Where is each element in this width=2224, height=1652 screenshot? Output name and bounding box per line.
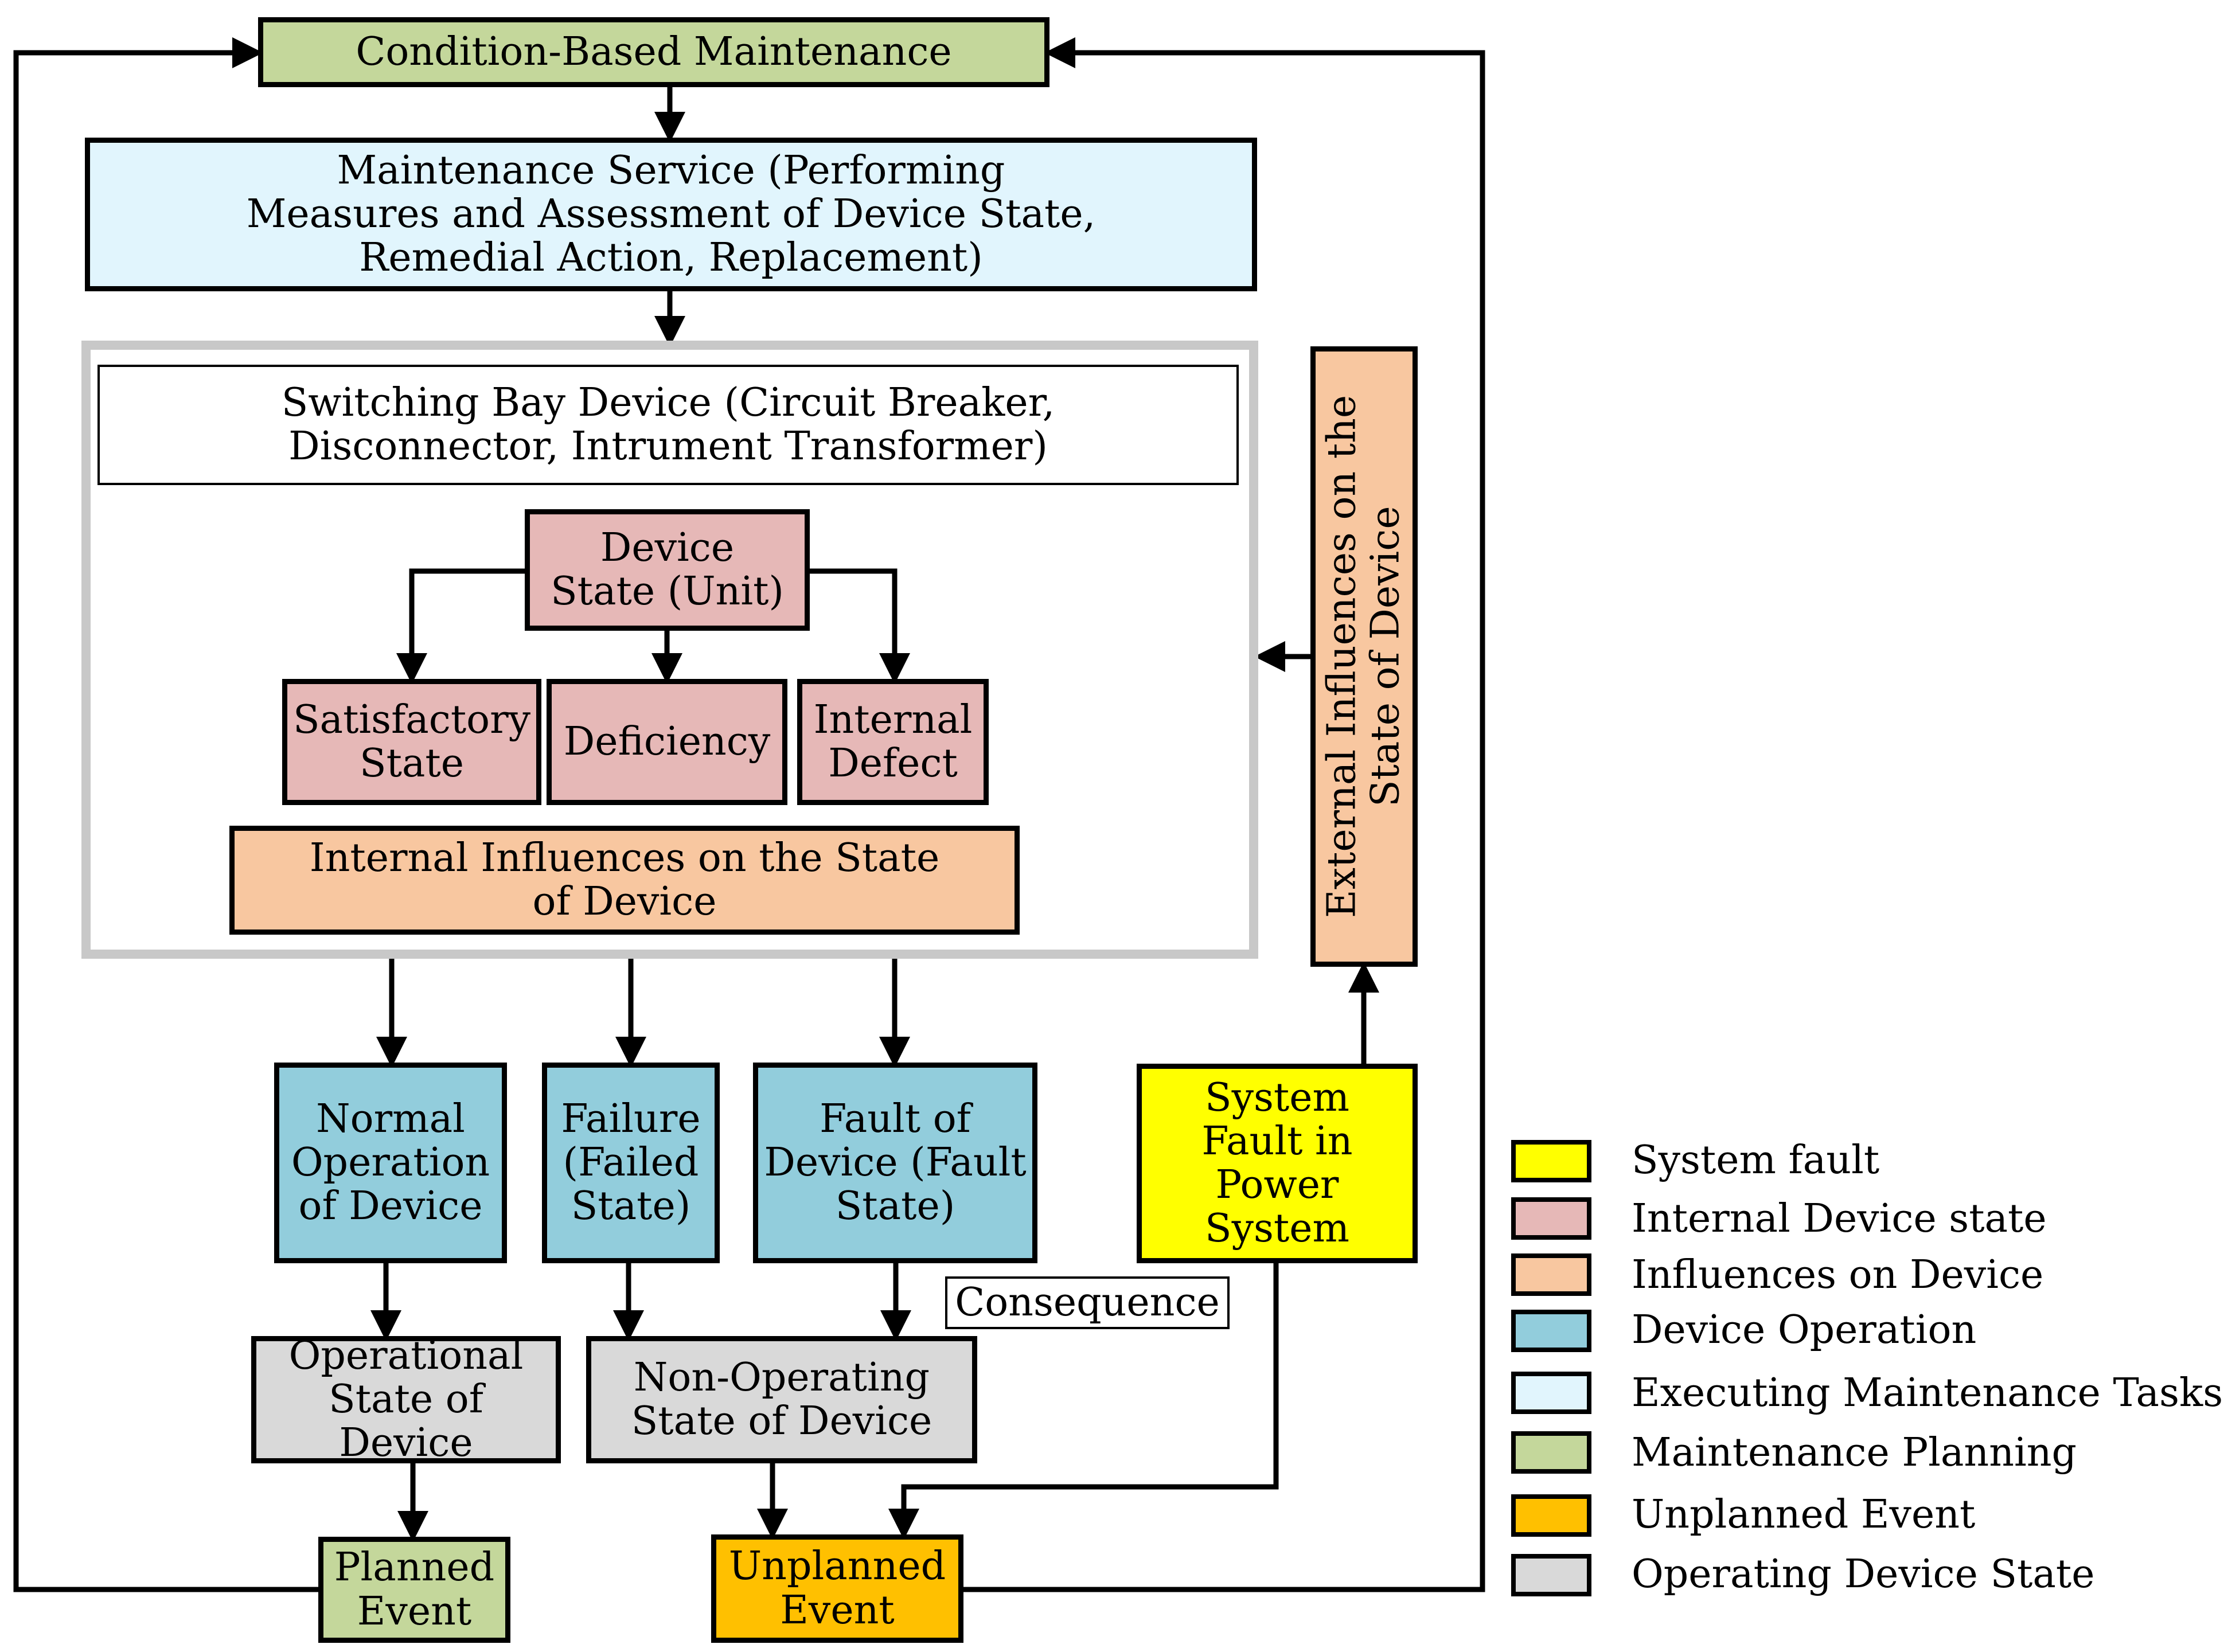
legend-label-executing-maintenance: Executing Maintenance Tasks: [1632, 1370, 2223, 1416]
fault-of-device-box: Fault of Device (Fault State): [753, 1063, 1037, 1263]
maintenance-service-box: Maintenance Service (Performing Measures…: [85, 138, 1257, 291]
legend-swatch-system-fault: [1511, 1140, 1591, 1182]
switching-bay-title-box: Switching Bay Device (Circuit Breaker, D…: [97, 365, 1239, 485]
legend-label-unplanned-event: Unplanned Event: [1632, 1492, 1976, 1537]
arrow-system-fault-to-unplanned: [888, 1263, 1279, 1540]
legend-swatch-unplanned-event: [1511, 1494, 1591, 1537]
legend-label-system-fault: System fault: [1632, 1138, 1880, 1183]
internal-defect-box: Internal Defect: [797, 679, 989, 805]
non-operating-state-box: Non-Operating State of Device: [586, 1336, 977, 1463]
legend-swatch-device-operation: [1511, 1310, 1591, 1352]
consequence-label: Consequence: [945, 1276, 1230, 1329]
normal-operation-box: Normal Operation of Device: [274, 1063, 507, 1263]
legend-label-device-operation: Device Operation: [1632, 1307, 1977, 1353]
arrow-state-to-satisfactory: [396, 568, 525, 684]
legend-swatch-internal-device-state: [1511, 1197, 1591, 1240]
planned-event-box: Planned Event: [318, 1537, 510, 1643]
external-influences-box: External Influences on the State of Devi…: [1310, 346, 1418, 967]
arrow-planned-to-cbm: [13, 37, 318, 1592]
deficiency-box: Deficiency: [547, 679, 787, 805]
legend-label-influences-on-device: Influences on Device: [1632, 1252, 2044, 1298]
legend-label-maintenance-planning: Maintenance Planning: [1632, 1430, 2077, 1475]
device-state-box: Device State (Unit): [525, 509, 810, 631]
failure-box: Failure (Failed State): [542, 1063, 720, 1263]
legend-label-operating-device-state: Operating Device State: [1632, 1552, 2095, 1597]
arrow-state-to-defect: [810, 568, 910, 684]
operational-state-box: Operational State of Device: [251, 1334, 561, 1465]
arrow-unplanned-to-cbm: [963, 37, 1485, 1592]
legend-swatch-maintenance-planning: [1511, 1431, 1591, 1474]
legend-label-internal-device-state: Internal Device state: [1632, 1196, 2047, 1241]
unplanned-event-box: Unplanned Event: [711, 1534, 963, 1643]
satisfactory-state-box: Satisfactory State: [282, 679, 541, 805]
legend-swatch-influences-on-device: [1511, 1253, 1591, 1296]
system-fault-box: System Fault in Power System: [1137, 1064, 1418, 1263]
legend-swatch-executing-maintenance: [1511, 1372, 1591, 1414]
internal-influences-box: Internal Influences on the State of Devi…: [229, 826, 1020, 935]
switching-bay-container: [81, 341, 1258, 959]
condition-based-maintenance-box: Condition-Based Maintenance: [258, 17, 1049, 87]
legend-swatch-operating-device-state: [1511, 1554, 1591, 1596]
